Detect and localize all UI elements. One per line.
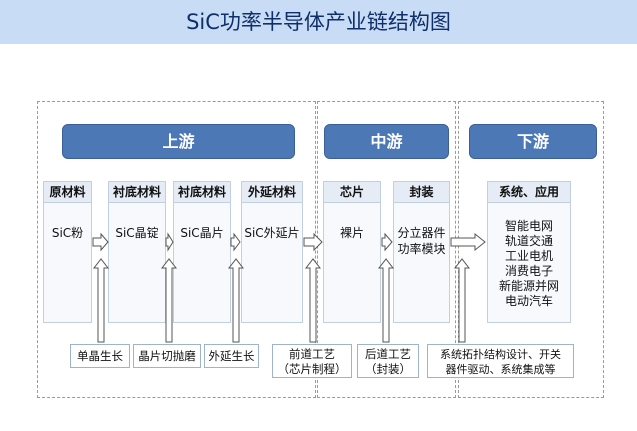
- column-system-application: 系统、应用 智能电网 轨道交通 工业电机 消费电子 新能源并网 电动汽车: [487, 181, 571, 323]
- process-label: （芯片制程）: [277, 362, 347, 376]
- up-arrow-icon: [92, 258, 110, 343]
- title-bar: [0, 0, 637, 44]
- right-arrow-icon: [230, 232, 241, 252]
- column-item: 裸片: [339, 226, 364, 240]
- column-item: 分立器件: [397, 226, 446, 240]
- column-substrate-ingot: 衬底材料 SiC晶锭: [108, 181, 166, 323]
- column-substrate-wafer: 衬底材料 SiC晶片: [173, 181, 231, 323]
- process-label: 后道工艺: [365, 347, 411, 361]
- diagram-title: SiC功率半导体产业链结构图: [186, 10, 451, 34]
- column-item: 新能源并网: [498, 279, 559, 293]
- column-package: 封装 分立器件 功率模块: [393, 181, 450, 323]
- column-header: 原材料: [44, 182, 91, 203]
- right-arrow-icon: [303, 232, 323, 252]
- column-header: 封装: [394, 182, 449, 203]
- column-item: 工业电机: [504, 249, 553, 263]
- right-arrow-icon: [450, 232, 486, 252]
- upstream-banner: 上游: [62, 124, 295, 159]
- column-item: 消费电子: [504, 264, 553, 278]
- process-label: 单晶生长: [77, 349, 123, 363]
- right-arrow-icon: [92, 232, 109, 252]
- process-wafer-cutting: 晶片切抛磨: [133, 344, 201, 368]
- up-arrow-icon: [377, 258, 395, 343]
- column-item: SiC外延片: [244, 226, 300, 240]
- column-header: 衬底材料: [109, 182, 165, 203]
- up-arrow-icon: [453, 258, 471, 343]
- process-label: 前道工艺: [289, 347, 335, 361]
- process-label: 系统拓扑结构设计、开关: [440, 348, 561, 361]
- right-arrow-icon: [381, 232, 393, 252]
- up-arrow-icon: [160, 258, 178, 343]
- column-raw-material: 原材料 SiC粉: [43, 181, 92, 323]
- column-header: 系统、应用: [488, 182, 570, 203]
- process-single-crystal-growth: 单晶生长: [70, 344, 130, 368]
- process-back-end: 后道工艺 （封装）: [357, 344, 419, 378]
- column-header: 外延材料: [242, 182, 302, 203]
- column-item: SiC粉: [51, 226, 84, 240]
- process-epitaxial-growth: 外延生长: [204, 344, 259, 368]
- column-item: 智能电网: [504, 219, 553, 233]
- process-label: 器件驱动、系统集成等: [445, 363, 556, 376]
- process-label: 晶片切抛磨: [138, 349, 196, 363]
- column-item: 电动汽车: [504, 294, 553, 308]
- downstream-banner: 下游: [469, 124, 597, 159]
- column-header: 衬底材料: [174, 182, 230, 203]
- process-front-end: 前道工艺 （芯片制程）: [272, 344, 352, 378]
- up-arrow-icon: [227, 258, 245, 343]
- column-item: 轨道交通: [504, 234, 553, 248]
- column-item: SiC晶锭: [115, 226, 159, 240]
- midstream-banner: 中游: [324, 124, 449, 159]
- up-arrow-icon: [304, 258, 322, 343]
- column-header: 芯片: [324, 182, 380, 203]
- midstream-section: [317, 101, 456, 398]
- column-chip: 芯片 裸片: [323, 181, 381, 323]
- upstream-section: [37, 101, 316, 398]
- downstream-section: [458, 101, 604, 398]
- column-epitaxial: 外延材料 SiC外延片: [241, 181, 303, 323]
- process-system-design: 系统拓扑结构设计、开关 器件驱动、系统集成等: [427, 344, 574, 378]
- process-label: 外延生长: [208, 349, 255, 363]
- right-arrow-icon: [165, 232, 174, 252]
- process-label: （封装）: [365, 362, 411, 376]
- column-item: 功率模块: [397, 242, 446, 256]
- column-item: SiC晶片: [180, 226, 224, 240]
